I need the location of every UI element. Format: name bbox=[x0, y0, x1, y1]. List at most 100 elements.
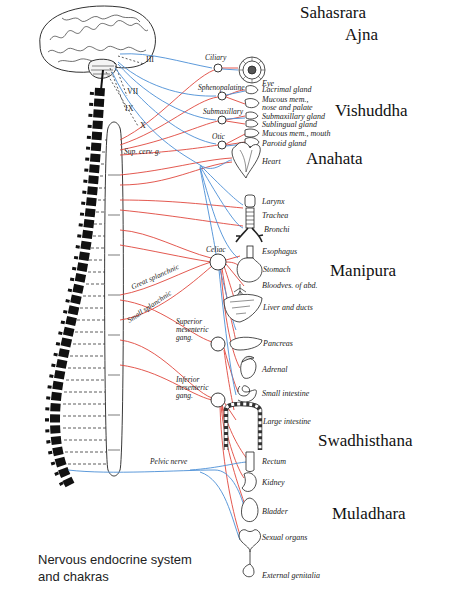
organs-part bbox=[246, 120, 258, 127]
parasympathetic-nerves-part bbox=[120, 54, 212, 68]
organ-label: Kidney bbox=[262, 479, 285, 487]
sympathetic-nerves-part bbox=[222, 68, 245, 145]
organs-part bbox=[224, 294, 262, 322]
organ-label: Sublingual gland bbox=[262, 121, 317, 129]
ganglion-label: Sphenopalatine bbox=[198, 84, 245, 92]
organs-part bbox=[230, 300, 254, 314]
ganglion-label: Ciliary bbox=[205, 54, 226, 62]
organ-label: Rectum bbox=[262, 458, 286, 466]
organ-label: Adrenal bbox=[262, 366, 287, 374]
organs-part bbox=[245, 195, 255, 207]
sympathetic-nerves-part bbox=[120, 245, 211, 262]
spinal-connections bbox=[63, 140, 108, 464]
chakra-label: Vishuddha bbox=[335, 102, 408, 120]
organs-part bbox=[246, 208, 254, 228]
parasympathetic-nerves bbox=[68, 54, 248, 540]
organs-part bbox=[245, 99, 259, 108]
ganglia-part bbox=[218, 141, 226, 149]
nerve-numeral: IX bbox=[125, 105, 133, 113]
organs bbox=[224, 57, 265, 577]
cranial-nerve-guides bbox=[106, 56, 144, 126]
organs-part bbox=[239, 57, 265, 83]
organ-label: Small intestine bbox=[262, 390, 309, 398]
chakra-label: Sahasrara bbox=[300, 4, 366, 22]
ganglion-label: Inferior mesenteric gang. bbox=[176, 376, 214, 400]
ganglia-part bbox=[211, 337, 225, 351]
organs-part bbox=[226, 404, 260, 450]
organ-label: Larynx bbox=[262, 198, 285, 206]
ganglion-label: Otic bbox=[212, 133, 225, 141]
organ-label: External genitalia bbox=[262, 572, 320, 580]
sympathetic-nerves-part bbox=[120, 158, 232, 175]
chakra-label: Anahata bbox=[306, 150, 363, 168]
organs-part bbox=[226, 404, 260, 450]
parasympathetic-nerves-part bbox=[68, 470, 245, 510]
chakra-label: Ajna bbox=[345, 26, 378, 44]
ganglion-label: Submaxillary bbox=[203, 108, 243, 116]
organs-part bbox=[242, 356, 254, 362]
chakra-label: Manipura bbox=[330, 262, 396, 280]
spinal-column-part bbox=[55, 88, 100, 485]
spinal-connections-part bbox=[63, 140, 108, 464]
organs-part bbox=[246, 452, 254, 472]
organs-part bbox=[246, 212, 254, 224]
brain-part bbox=[48, 46, 146, 53]
brain-part bbox=[50, 20, 148, 40]
sympathetic-nerves-part bbox=[120, 145, 218, 155]
organs-part bbox=[245, 129, 259, 137]
organ-label: Parotid gland bbox=[262, 140, 306, 148]
ganglia-part bbox=[210, 254, 226, 270]
organs-part bbox=[239, 530, 261, 552]
sympathetic-chain-part bbox=[108, 175, 120, 450]
chakra-label: Muladhara bbox=[332, 505, 406, 523]
ganglia-part bbox=[214, 64, 222, 72]
parasympathetic-nerves-part bbox=[118, 64, 216, 120]
ganglia-part bbox=[218, 116, 226, 124]
brain bbox=[40, 6, 156, 78]
ganglia-part bbox=[218, 92, 226, 100]
nerve-numeral: III bbox=[146, 56, 154, 64]
organs-part bbox=[248, 66, 256, 74]
sympathetic-nerves-part bbox=[120, 210, 243, 226]
ganglion-label: Celiac bbox=[206, 246, 226, 254]
spinal-column-part bbox=[101, 70, 103, 90]
organ-label: Pancreas bbox=[263, 340, 293, 348]
sympathetic-nerves-part bbox=[120, 162, 232, 185]
organs-part bbox=[238, 386, 256, 402]
organs-part bbox=[242, 473, 256, 492]
organ-label: Bladder bbox=[262, 508, 288, 516]
organs-part bbox=[241, 498, 258, 522]
organ-label: Stomach bbox=[263, 266, 291, 274]
organ-label: Lacrimal gland bbox=[262, 86, 312, 94]
organs-part bbox=[246, 86, 258, 94]
organ-label: Liver and ducts bbox=[263, 304, 313, 312]
organs-part bbox=[230, 337, 262, 350]
ganglion-label: Superior mesenteric gang. bbox=[176, 318, 214, 342]
figure-caption: Nervous endocrine system and chakras bbox=[38, 552, 213, 586]
organ-label: Esophagus bbox=[262, 248, 297, 256]
organ-label: Trachea bbox=[262, 212, 288, 220]
organ-label: Bloodves. of abd. bbox=[262, 282, 318, 290]
nerve-numeral: VII bbox=[127, 88, 138, 96]
organ-label: Mucous mem., nose and palate bbox=[262, 96, 318, 113]
brain-part bbox=[62, 15, 140, 22]
nerve-numeral: X bbox=[140, 122, 146, 130]
ganglia-part bbox=[211, 393, 225, 407]
parasympathetic-nerves-part bbox=[219, 270, 236, 395]
ganglion-label: Great splanchnic bbox=[130, 263, 180, 291]
organs-part bbox=[240, 150, 252, 172]
organ-label: Bronchi bbox=[264, 226, 289, 234]
organs-part bbox=[236, 228, 263, 242]
parasympathetic-nerves-part bbox=[115, 68, 216, 144]
organ-label: Large intestine bbox=[263, 418, 311, 426]
organs-part bbox=[239, 57, 265, 83]
spinal-column bbox=[47, 70, 103, 485]
organ-label: Mucous mem., mouth bbox=[262, 130, 330, 138]
organs-part bbox=[237, 258, 262, 282]
chakra-label: Swadhisthana bbox=[318, 432, 412, 450]
organ-label: Sexual organs bbox=[262, 534, 307, 542]
parasympathetic-nerves-part bbox=[190, 462, 248, 540]
sympathetic-nerves-part bbox=[120, 121, 218, 150]
